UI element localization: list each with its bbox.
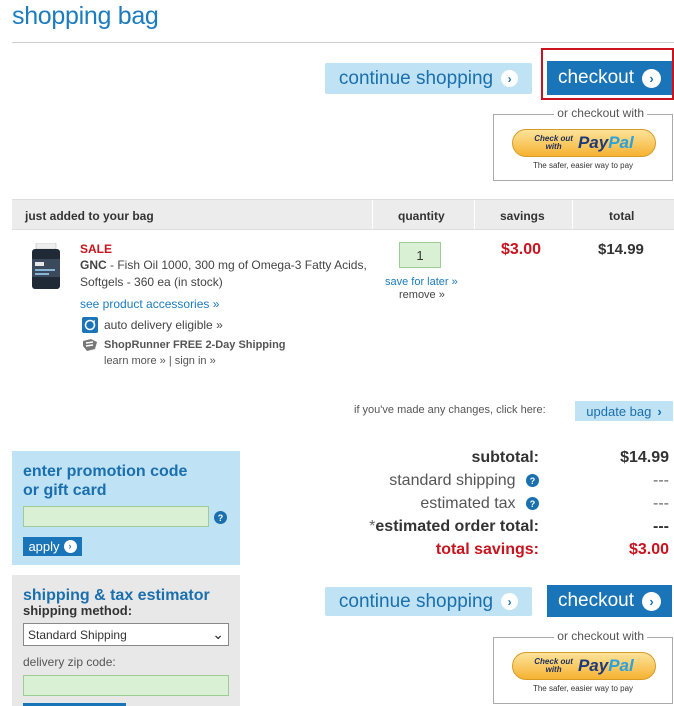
- page-title: shopping bag: [12, 2, 159, 30]
- continue-shopping-button-bottom[interactable]: continue shopping ›: [325, 587, 532, 616]
- learn-more-link[interactable]: learn more »: [104, 355, 166, 367]
- checkout-button[interactable]: checkout ›: [547, 61, 672, 95]
- header-total: total: [609, 209, 635, 223]
- save-for-later-link[interactable]: save for later »: [385, 276, 458, 288]
- paypal-checkout-button[interactable]: Check out with PayPal: [512, 129, 656, 157]
- order-total-value: ---: [653, 518, 669, 535]
- shipping-method-select[interactable]: Standard Shipping ⌄: [23, 623, 229, 646]
- update-bag-label: update bag: [586, 403, 652, 419]
- paypal-checkout-button[interactable]: Check out with PayPal: [512, 652, 656, 680]
- chevron-right-icon: ›: [657, 403, 662, 419]
- paypal-small-text: Check out with: [534, 134, 573, 151]
- update-note: if you've made any changes, click here:: [354, 404, 546, 416]
- sign-in-link[interactable]: sign in »: [174, 355, 216, 367]
- quantity-input[interactable]: 1: [399, 242, 441, 268]
- item-total: $14.99: [598, 241, 644, 258]
- paypal-checkout-box-bottom: or checkout with Check out with PayPal T…: [493, 629, 673, 704]
- auto-delivery-text[interactable]: auto delivery eligible »: [104, 318, 223, 332]
- header-quantity: quantity: [398, 209, 445, 223]
- chevron-right-icon: ›: [642, 591, 662, 611]
- shoprunner-links: learn more » | sign in »: [104, 355, 216, 367]
- cart-table-header: just added to your bag quantity savings …: [12, 199, 674, 230]
- checkout-label: checkout: [557, 590, 635, 611]
- checkout-button-bottom[interactable]: checkout ›: [547, 585, 672, 617]
- continue-shopping-label: continue shopping: [338, 67, 494, 89]
- estimate-button-edge[interactable]: [23, 703, 126, 706]
- help-icon[interactable]: ?: [526, 497, 539, 511]
- product-image[interactable]: [30, 243, 62, 291]
- apply-label: apply: [28, 539, 60, 554]
- remove-link[interactable]: remove »: [399, 289, 445, 301]
- zip-code-input[interactable]: [23, 675, 229, 696]
- promo-code-panel: enter promotion code or gift card ? appl…: [12, 451, 240, 565]
- checkout-label: checkout: [557, 67, 635, 88]
- help-icon[interactable]: ?: [526, 474, 539, 488]
- shoprunner-icon: [81, 337, 99, 353]
- estimator-title: shipping & tax estimator: [23, 587, 210, 604]
- standard-shipping-value: ---: [653, 472, 669, 489]
- asterisk: *: [369, 518, 376, 535]
- chevron-right-icon: ›: [501, 70, 519, 87]
- paypal-tagline: The safer, easier way to pay: [532, 161, 634, 170]
- promo-title: enter promotion code or gift card: [23, 463, 188, 499]
- product-title[interactable]: GNC - Fish Oil 1000, 300 mg of Omega-3 F…: [80, 257, 375, 291]
- continue-shopping-label: continue shopping: [338, 590, 494, 612]
- apply-button[interactable]: apply ›: [23, 537, 82, 556]
- estimated-tax-label: estimated tax: [420, 495, 516, 512]
- standard-shipping-row: standard shipping ?: [389, 472, 539, 490]
- header-savings: savings: [500, 209, 545, 223]
- paypal-caption: or checkout with: [554, 629, 647, 643]
- paypal-checkout-box: or checkout with Check out with PayPal T…: [493, 106, 673, 181]
- chevron-right-icon: ›: [501, 593, 519, 610]
- product-brand: GNC: [80, 258, 107, 272]
- title-divider: [12, 42, 674, 43]
- promo-code-input[interactable]: [23, 506, 209, 527]
- estimated-tax-value: ---: [653, 495, 669, 512]
- shipping-method-value: Standard Shipping: [28, 627, 127, 642]
- header-separator: [572, 200, 573, 229]
- header-separator: [372, 200, 373, 229]
- shipping-estimator-panel: shipping & tax estimator shipping method…: [12, 575, 240, 706]
- paypal-tagline: The safer, easier way to pay: [532, 684, 634, 693]
- sale-label: SALE: [80, 242, 113, 256]
- shoprunner-text: ShopRunner FREE 2-Day Shipping: [104, 339, 286, 351]
- standard-shipping-label: standard shipping: [389, 472, 516, 489]
- help-icon[interactable]: ?: [214, 511, 227, 524]
- subtotal-label: subtotal:: [471, 449, 539, 466]
- total-savings-value: $3.00: [628, 541, 669, 558]
- chevron-right-icon: ›: [642, 68, 662, 88]
- chevron-down-icon: ⌄: [212, 626, 224, 642]
- shipping-method-label: shipping method:: [23, 603, 133, 618]
- order-total-row: *estimated order total:: [369, 518, 539, 536]
- paypal-caption: or checkout with: [554, 106, 647, 120]
- product-accessories-link[interactable]: see product accessories »: [80, 297, 220, 311]
- paypal-logo: PayPal: [577, 133, 634, 152]
- paypal-logo: PayPal: [577, 656, 634, 675]
- continue-shopping-button[interactable]: continue shopping ›: [325, 63, 532, 94]
- paypal-small-text: Check out with: [534, 657, 573, 674]
- header-separator: [474, 200, 475, 229]
- subtotal-value: $14.99: [620, 449, 669, 466]
- auto-delivery-icon: [82, 317, 98, 333]
- zip-code-label: delivery zip code:: [23, 655, 116, 669]
- chevron-right-icon: ›: [63, 540, 77, 553]
- update-bag-button[interactable]: update bag ›: [575, 401, 673, 421]
- order-total-label: estimated order total:: [375, 518, 539, 535]
- total-savings-label: total savings:: [435, 541, 539, 558]
- estimated-tax-row: estimated tax ?: [420, 495, 539, 513]
- header-item: just added to your bag: [25, 209, 154, 223]
- product-name: - Fish Oil 1000, 300 mg of Omega-3 Fatty…: [80, 258, 367, 289]
- item-savings: $3.00: [501, 241, 542, 258]
- checkout-highlight-frame: [541, 48, 674, 100]
